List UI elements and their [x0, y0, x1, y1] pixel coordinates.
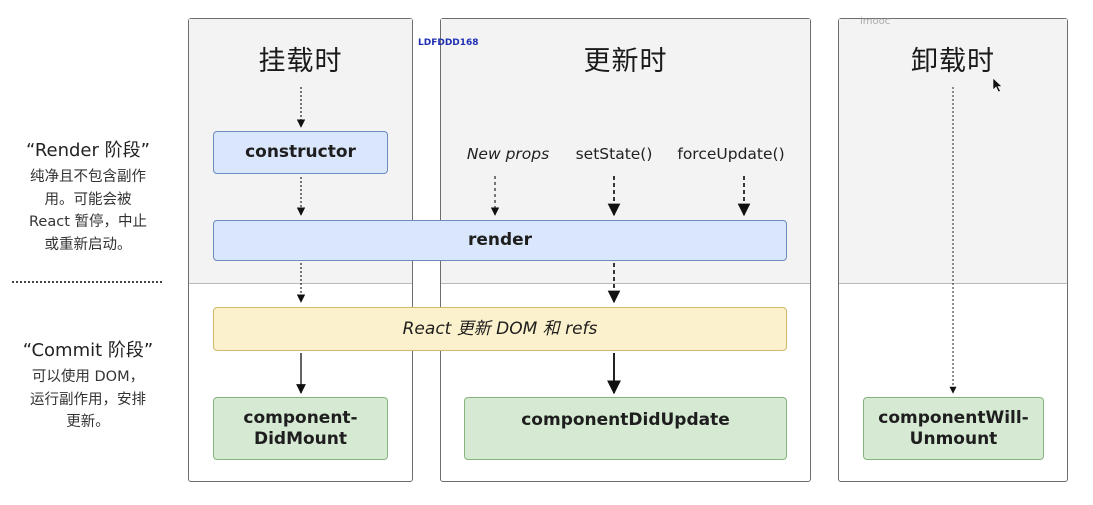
- render-phase-desc-line: React 暂停，中止: [29, 214, 147, 230]
- brand-watermark: imooc: [860, 16, 891, 27]
- react-update-dom-box: React 更新 DOM 和 refs: [213, 307, 787, 351]
- component-did-update-box: componentDidUpdate: [464, 397, 787, 460]
- commit-phase-desc-line: 更新。: [66, 414, 110, 430]
- component-will-unmount-box: componentWill- Unmount: [863, 397, 1044, 460]
- commit-phase-description: 可以使用 DOM， 运行副作用，安排 更新。: [3, 366, 173, 434]
- commit-phase-desc-line: 运行副作用，安排: [30, 391, 146, 408]
- render-phase-desc-line: 纯净且不包含副作: [30, 169, 146, 185]
- commit-phase-desc-line: 可以使用 DOM，: [31, 369, 145, 385]
- trigger-setstate: setState(): [575, 145, 653, 163]
- render-phase-desc-line: 或重新启动。: [44, 236, 132, 253]
- did-mount-line: DidMount: [253, 428, 348, 449]
- render-phase-description: 纯净且不包含副作 用。可能会被 React 暂停，中止 或重新启动。: [3, 166, 173, 256]
- mount-column-title: 挂载时: [258, 46, 343, 77]
- constructor-box: constructor: [213, 131, 388, 174]
- update-column-title: 更新时: [583, 46, 668, 77]
- mouse-cursor-icon: [992, 77, 1003, 93]
- phase-divider: [12, 281, 162, 283]
- render-phase-title: “Render 阶段”: [26, 140, 150, 161]
- trigger-new-props: New props: [466, 145, 550, 163]
- component-did-mount-box: component- DidMount: [213, 397, 388, 460]
- commit-phase-title: “Commit 阶段”: [22, 340, 154, 361]
- unmount-column-title: 卸载时: [911, 46, 995, 77]
- will-unmount-line: Unmount: [909, 428, 998, 449]
- render-phase-desc-line: 用。可能会被: [44, 191, 132, 208]
- id-watermark: LDFDDD168: [418, 38, 479, 48]
- trigger-forceupdate: forceUpdate(): [677, 145, 785, 163]
- will-unmount-line: componentWill-: [878, 407, 1029, 428]
- render-box: render: [213, 220, 787, 261]
- did-mount-line: component-: [243, 407, 358, 428]
